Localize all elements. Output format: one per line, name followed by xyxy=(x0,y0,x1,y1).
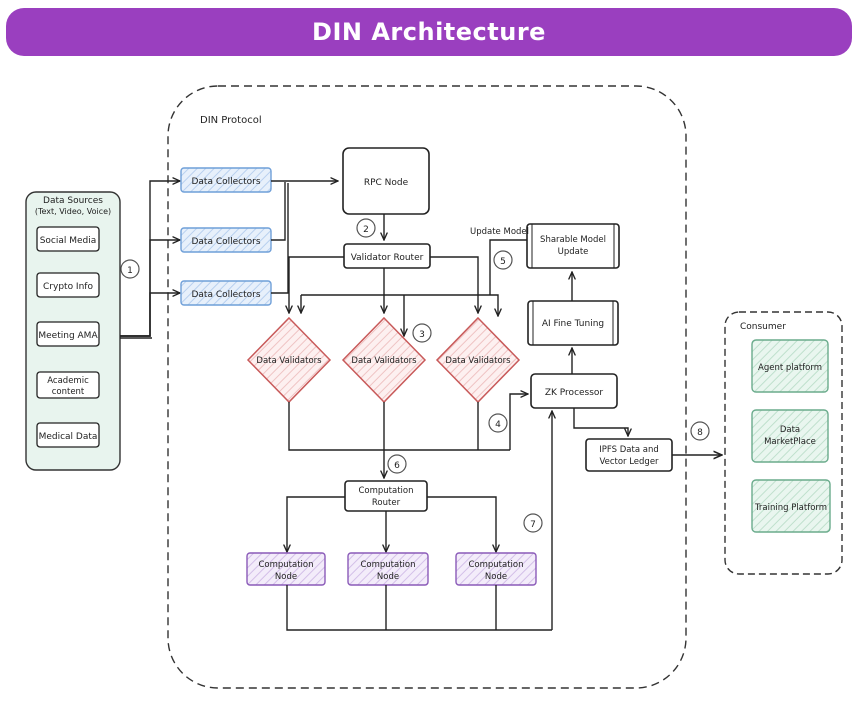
step-badge-8: 8 xyxy=(690,421,710,441)
svg-text:8: 8 xyxy=(697,428,703,438)
source-social-media: Social Media xyxy=(36,226,100,252)
svg-text:2: 2 xyxy=(363,225,369,235)
svg-text:Data Collectors: Data Collectors xyxy=(191,290,260,300)
source-crypto-info: Crypto Info xyxy=(36,272,100,298)
consumer-training-platform: Training Platform xyxy=(751,479,831,533)
computation-node-3: Computation Node xyxy=(455,552,537,586)
svg-text:6: 6 xyxy=(394,461,400,471)
svg-text:MarketPlace: MarketPlace xyxy=(764,437,816,447)
ai-fine-tuning: AI Fine Tuning xyxy=(527,300,619,346)
svg-text:Data: Data xyxy=(780,425,800,435)
din-protocol-label: DIN Protocol xyxy=(200,115,262,126)
consumer-panel xyxy=(724,311,843,575)
svg-text:1: 1 xyxy=(127,266,133,276)
svg-text:4: 4 xyxy=(495,420,501,430)
svg-text:Computation: Computation xyxy=(358,486,413,496)
svg-text:Node: Node xyxy=(485,572,507,582)
svg-text:IPFS Data and: IPFS Data and xyxy=(599,445,658,455)
validator-router: Validator Router xyxy=(343,243,431,269)
computation-router: Computation Router xyxy=(344,480,428,512)
data-sources-title: Data Sources xyxy=(43,196,103,206)
din-protocol-boundary xyxy=(167,85,687,689)
source-medical-data: Medical Data xyxy=(36,422,100,448)
consumer-agent-platform: Agent platform xyxy=(751,339,829,393)
svg-text:Data Collectors: Data Collectors xyxy=(191,177,260,187)
svg-text:Data Validators: Data Validators xyxy=(256,356,322,366)
svg-text:Data Validators: Data Validators xyxy=(445,356,511,366)
svg-text:Computation: Computation xyxy=(468,560,523,570)
data-collector-1: Data Collectors xyxy=(180,167,272,193)
svg-text:Update: Update xyxy=(558,247,589,257)
svg-text:Vector Ledger: Vector Ledger xyxy=(599,457,659,467)
computation-node-2: Computation Node xyxy=(347,552,429,586)
computation-node-1: Computation Node xyxy=(246,552,326,586)
svg-text:Validator Router: Validator Router xyxy=(351,253,424,263)
data-sources-subtitle: (Text, Video, Voice) xyxy=(35,207,111,216)
svg-text:Router: Router xyxy=(372,498,401,508)
zk-processor: ZK Processor xyxy=(530,373,618,409)
data-validator-1: Data Validators xyxy=(246,316,332,404)
data-collector-2: Data Collectors xyxy=(180,227,272,253)
svg-text:RPC Node: RPC Node xyxy=(364,178,409,188)
rpc-node: RPC Node xyxy=(342,147,430,215)
step-badge-2: 2 xyxy=(356,218,376,238)
ipfs-vector-ledger: IPFS Data and Vector Ledger xyxy=(585,438,673,472)
consumer-data-marketplace: Data MarketPlace xyxy=(751,409,829,463)
consumer-title: Consumer xyxy=(740,322,786,332)
svg-text:Computation: Computation xyxy=(360,560,415,570)
svg-text:Sharable Model: Sharable Model xyxy=(540,235,606,245)
data-collector-3: Data Collectors xyxy=(180,280,272,306)
svg-text:Training Platform: Training Platform xyxy=(754,503,827,513)
svg-text:3: 3 xyxy=(419,330,425,340)
data-validator-2: Data Validators xyxy=(341,316,427,404)
step-badge-5: 5 xyxy=(493,250,513,270)
title-banner: DIN Architecture xyxy=(6,8,852,56)
svg-text:Social Media: Social Media xyxy=(40,236,97,246)
svg-text:Meeting AMA: Meeting AMA xyxy=(38,331,98,341)
step-badge-6: 6 xyxy=(387,454,407,474)
source-academic-content: Academic content xyxy=(36,371,100,399)
svg-text:Agent platform: Agent platform xyxy=(758,363,822,373)
step-badge-4: 4 xyxy=(488,413,508,433)
diagram-title: DIN Architecture xyxy=(312,18,546,46)
svg-text:Academic: Academic xyxy=(47,376,89,386)
svg-text:5: 5 xyxy=(500,257,506,267)
svg-text:AI Fine Tuning: AI Fine Tuning xyxy=(542,319,604,329)
step-badge-1: 1 xyxy=(120,259,140,279)
svg-text:Data Validators: Data Validators xyxy=(351,356,417,366)
step-badge-7: 7 xyxy=(523,513,543,533)
svg-text:ZK Processor: ZK Processor xyxy=(545,388,604,398)
sharable-model-update: Sharable Model Update xyxy=(526,223,620,269)
svg-text:Node: Node xyxy=(377,572,399,582)
svg-text:Computation: Computation xyxy=(258,560,313,570)
source-meeting-ama: Meeting AMA xyxy=(36,321,100,347)
svg-text:content: content xyxy=(52,387,85,397)
svg-text:7: 7 xyxy=(530,520,536,530)
data-validator-3: Data Validators xyxy=(435,316,521,404)
svg-text:Crypto Info: Crypto Info xyxy=(43,282,93,292)
svg-text:Medical Data: Medical Data xyxy=(39,432,98,442)
update-model-label: Update Model xyxy=(470,227,529,237)
svg-text:Data Collectors: Data Collectors xyxy=(191,237,260,247)
svg-text:Node: Node xyxy=(275,572,297,582)
step-badge-3: 3 xyxy=(412,323,432,343)
